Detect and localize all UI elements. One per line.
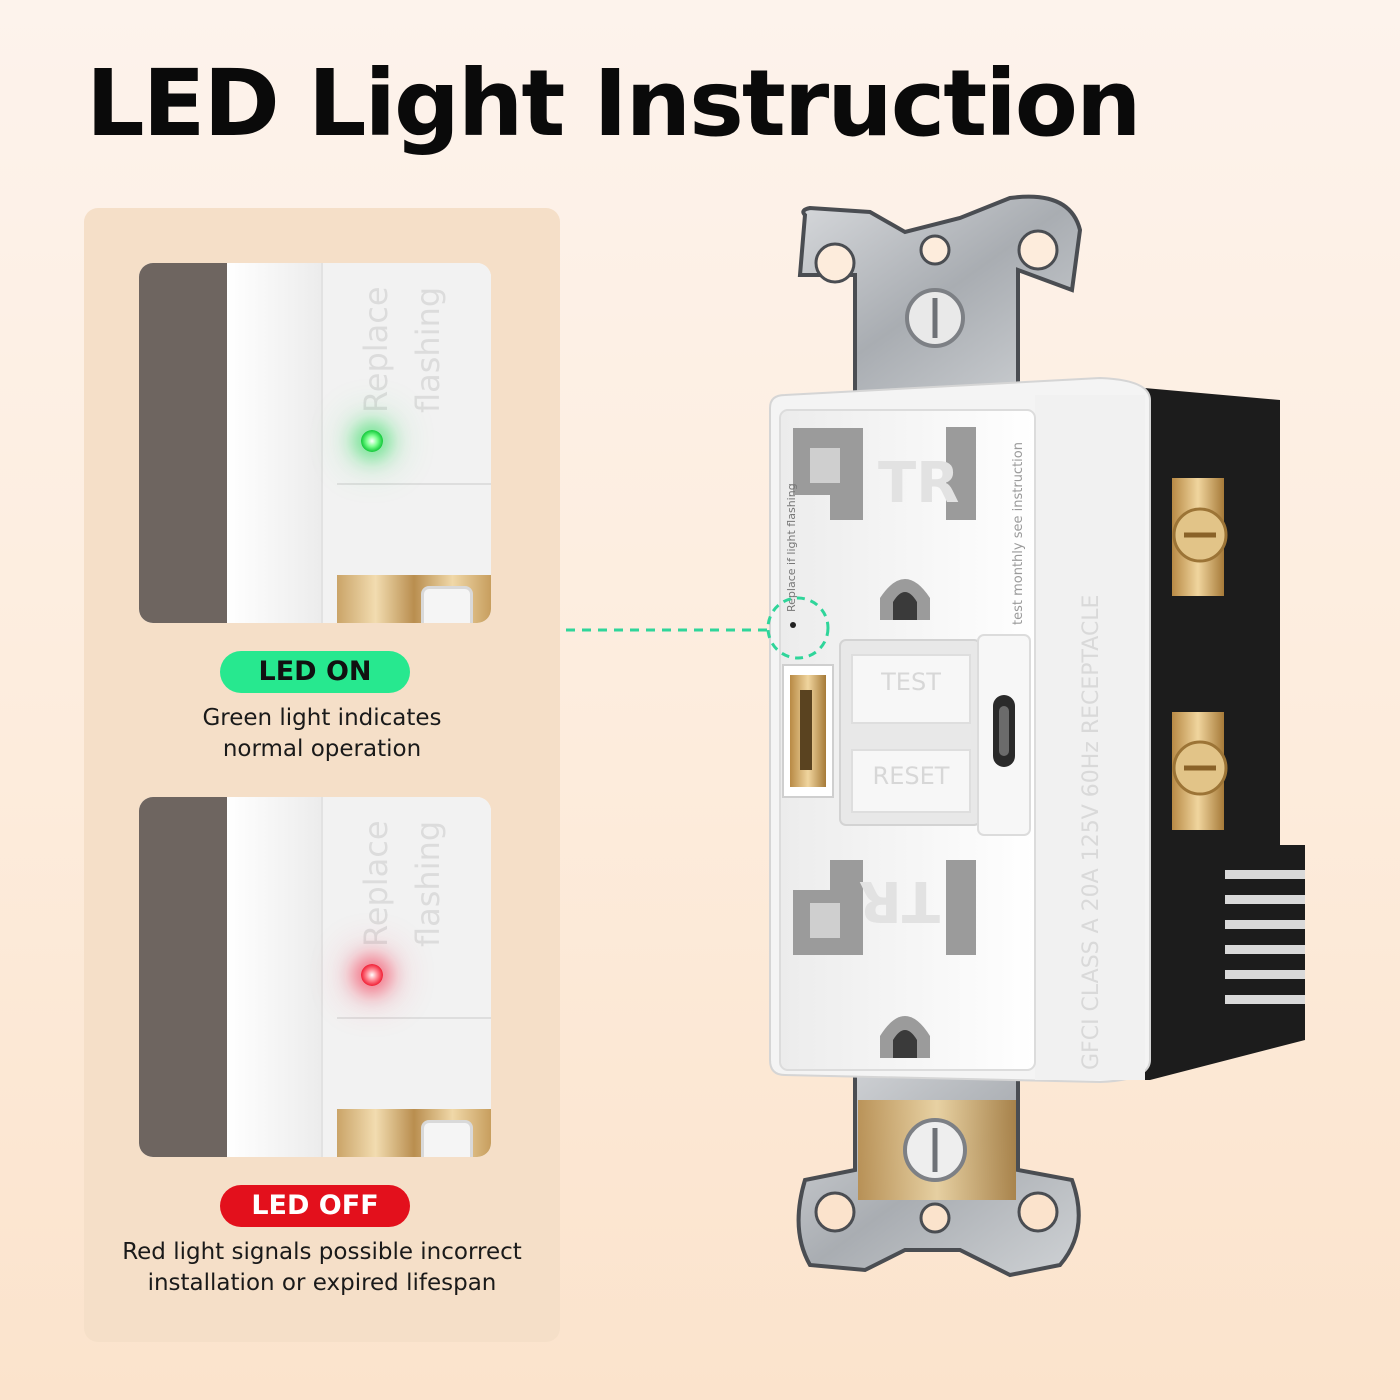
led-on-badge: LED ON bbox=[220, 651, 410, 693]
mounting-strap-top bbox=[797, 194, 1083, 397]
embossed-flashing-text: flashing bbox=[409, 820, 447, 947]
led-status-panel: Replace flashing LED ON Green light indi… bbox=[84, 208, 560, 1342]
face-seam bbox=[337, 483, 491, 485]
lower-outlet: TR bbox=[793, 860, 976, 1058]
tr-label-bottom: TR bbox=[859, 868, 940, 933]
test-button[interactable] bbox=[851, 654, 971, 724]
terminal-screw-top bbox=[1172, 478, 1228, 596]
test-monthly-text: test monthly see instruction bbox=[1011, 442, 1026, 625]
face-seam bbox=[337, 1017, 491, 1019]
led-on-description-line2: normal operation bbox=[222, 736, 422, 762]
wall-shadow bbox=[139, 797, 227, 1157]
embossed-flashing-text: flashing bbox=[409, 286, 447, 413]
led-off-badge: LED OFF bbox=[220, 1185, 410, 1227]
reset-button-label: RESET bbox=[873, 762, 950, 790]
usb-slot bbox=[421, 1120, 473, 1157]
receptacle-face bbox=[323, 263, 491, 623]
led-on-photo: Replace flashing bbox=[139, 263, 491, 623]
led-highlight-circle bbox=[766, 596, 830, 660]
upper-outlet: TR bbox=[793, 427, 976, 620]
receptacle-edge bbox=[227, 797, 323, 1157]
receptacle-face bbox=[323, 797, 491, 1157]
led-indicator-hole bbox=[790, 622, 796, 628]
rating-text: GFCI CLASS A 20A 125V 60Hz RECEPTACLE bbox=[1079, 595, 1104, 1070]
page-title: LED Light Instruction bbox=[86, 50, 1141, 157]
gfci-button-area: TEST RESET bbox=[839, 639, 981, 826]
indicator-text: Replace if light flashing bbox=[785, 483, 798, 612]
led-on-description: Green light indicates normal operation bbox=[84, 703, 560, 765]
receptacle-edge bbox=[227, 263, 323, 623]
led-off-photo: Replace flashing bbox=[139, 797, 491, 1157]
gfci-receptacle-illustration: TR Replace if light flashing TEST RESET … bbox=[566, 194, 1305, 1278]
embossed-replace-text: Replace bbox=[357, 286, 395, 413]
reset-button[interactable] bbox=[851, 749, 971, 813]
usb-slot bbox=[421, 586, 473, 623]
led-off-description-line2: installation or expired lifespan bbox=[147, 1270, 497, 1296]
wall-shadow bbox=[139, 263, 227, 623]
led-off-description-line1: Red light signals possible incorrect bbox=[122, 1239, 522, 1265]
usb-c-port bbox=[977, 634, 1031, 836]
terminal-screw-bottom bbox=[1172, 712, 1228, 830]
usb-a-port bbox=[782, 664, 834, 798]
led-on-description-line1: Green light indicates bbox=[202, 705, 442, 731]
led-off-description: Red light signals possible incorrect ins… bbox=[84, 1237, 560, 1299]
tr-label-top: TR bbox=[878, 451, 959, 516]
embossed-replace-text: Replace bbox=[357, 820, 395, 947]
green-led-indicator bbox=[361, 430, 383, 452]
red-led-indicator bbox=[361, 964, 383, 986]
test-button-label: TEST bbox=[880, 668, 941, 696]
mounting-strap-bottom bbox=[796, 1068, 1081, 1278]
